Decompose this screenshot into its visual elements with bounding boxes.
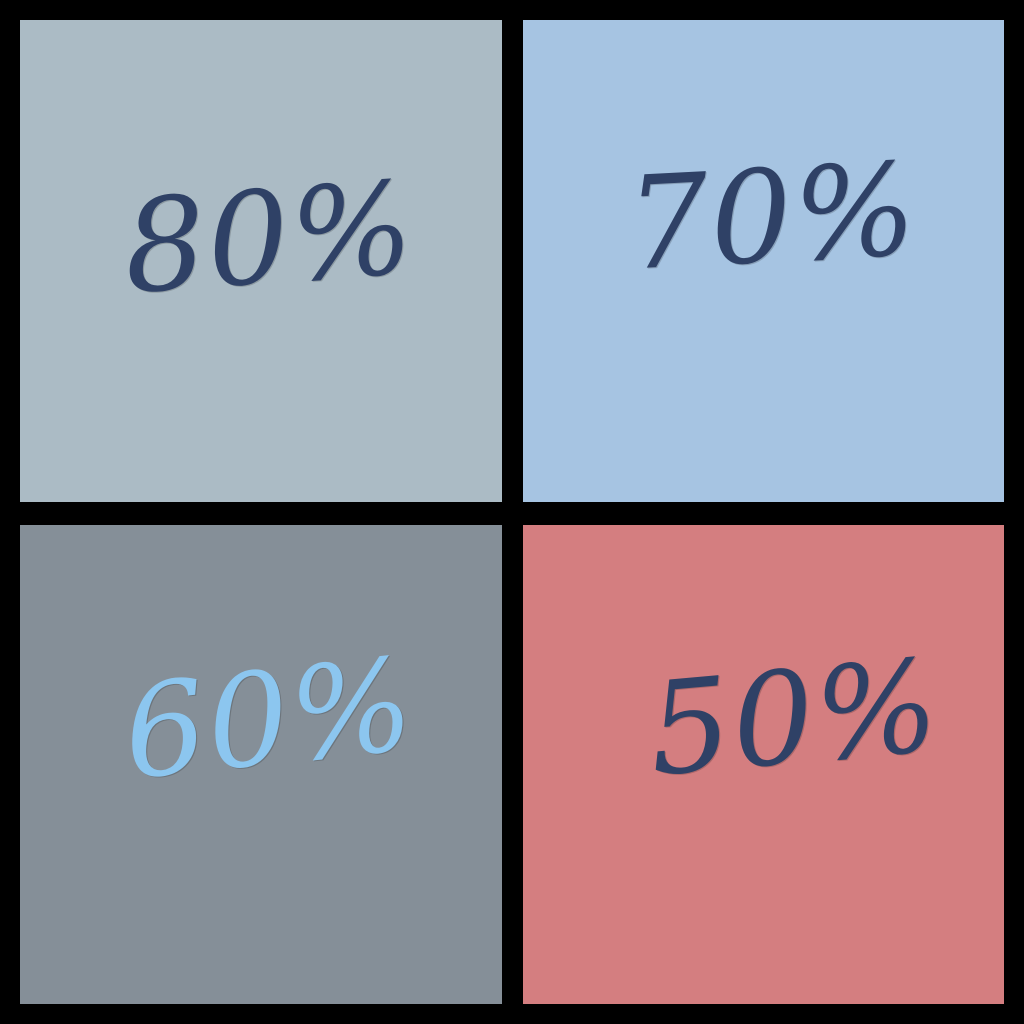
- percentage-label: 60%: [116, 630, 422, 809]
- percentage-label: 50%: [643, 631, 946, 806]
- tile-bottom-right: 50%: [523, 525, 1004, 1004]
- tile-top-right: 70%: [523, 20, 1004, 502]
- percentage-label: 70%: [623, 135, 922, 300]
- tile-top-left: 80%: [20, 20, 502, 502]
- percentage-label: 80%: [119, 154, 420, 323]
- tile-bottom-left: 60%: [20, 525, 502, 1004]
